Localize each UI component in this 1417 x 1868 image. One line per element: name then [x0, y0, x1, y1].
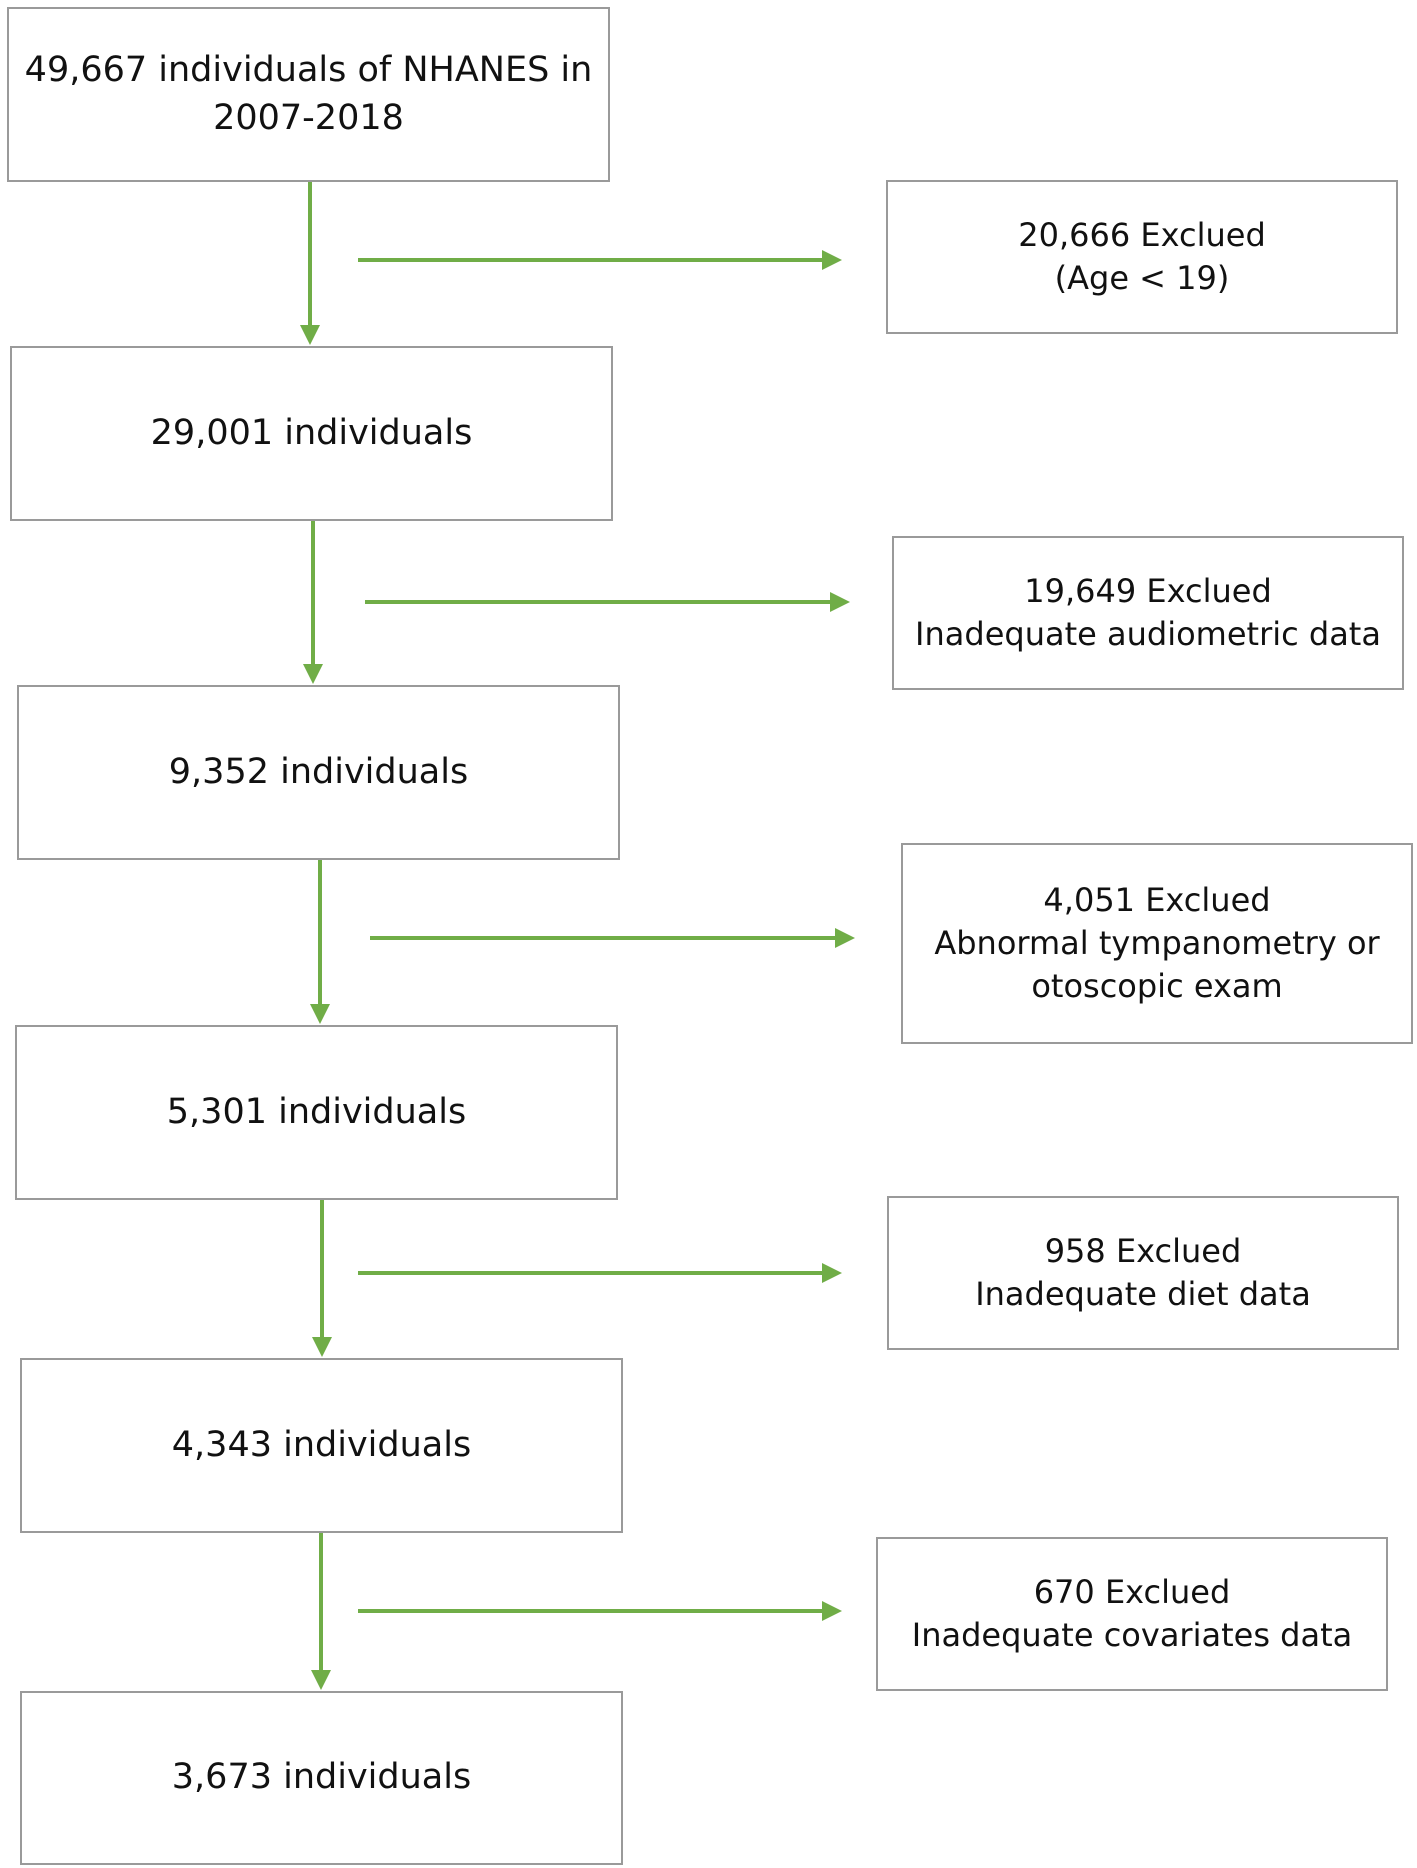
exclusion-box-4: 958 Exclued Inadequate diet data [887, 1196, 1399, 1350]
main-box-4: 5,301 individuals [15, 1025, 618, 1200]
right-arrow-4 [358, 1263, 842, 1283]
down-arrow-2 [303, 521, 323, 684]
main-box-2-text: 29,001 individuals [150, 412, 473, 453]
exclusion-box-1-text: 20,666 Exclued (Age < 19) [1018, 215, 1266, 297]
main-box-1: 49,667 individuals of NHANES in 2007-201… [7, 7, 610, 182]
exclusion-box-2: 19,649 Exclued Inadequate audiometric da… [892, 536, 1404, 690]
exclusion-box-5: 670 Exclued Inadequate covariates data [876, 1537, 1388, 1691]
right-arrow-1 [358, 250, 842, 270]
main-box-3: 9,352 individuals [17, 685, 620, 860]
main-box-5: 4,343 individuals [20, 1358, 623, 1533]
right-arrow-3 [370, 928, 855, 948]
down-arrow-1 [300, 182, 320, 345]
right-arrow-5 [358, 1601, 842, 1621]
main-box-5-text: 4,343 individuals [171, 1424, 472, 1465]
exclusion-box-4-text: 958 Exclued Inadequate diet data [975, 1231, 1311, 1313]
main-box-2: 29,001 individuals [10, 346, 613, 521]
right-arrow-2 [365, 592, 850, 612]
exclusion-box-5-text: 670 Exclued Inadequate covariates data [911, 1572, 1353, 1654]
down-arrow-3 [310, 860, 330, 1024]
main-box-4-text: 5,301 individuals [166, 1091, 467, 1132]
main-box-6: 3,673 individuals [20, 1691, 623, 1865]
down-arrow-5 [311, 1533, 331, 1690]
down-arrow-4 [312, 1200, 332, 1357]
main-box-3-text: 9,352 individuals [168, 751, 469, 792]
exclusion-box-1: 20,666 Exclued (Age < 19) [886, 180, 1398, 334]
exclusion-box-2-text: 19,649 Exclued Inadequate audiometric da… [915, 571, 1381, 653]
exclusion-box-3-text: 4,051 Exclued Abnormal tympanometry or o… [934, 880, 1380, 1006]
exclusion-box-3: 4,051 Exclued Abnormal tympanometry or o… [901, 843, 1413, 1044]
main-box-1-text: 49,667 individuals of NHANES in 2007-201… [24, 50, 593, 138]
main-box-6-text: 3,673 individuals [171, 1757, 472, 1798]
